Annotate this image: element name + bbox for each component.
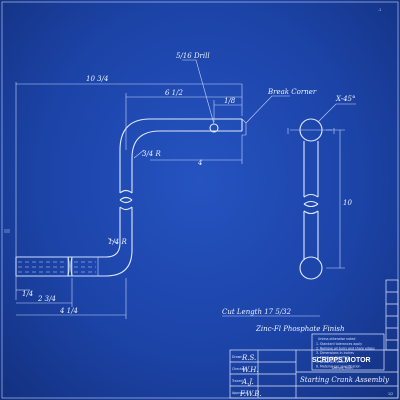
drill-callout: 5/16 Drill xyxy=(176,52,210,60)
dimension-lines: 10 3/4 6 1/2 1/8 4 3/4 R 1/4 R 1/4 2 3/4… xyxy=(15,75,243,319)
tb-row-approved: Approved xyxy=(232,391,247,395)
crank-side-view xyxy=(15,118,247,277)
note-4: 4. Finish as specified xyxy=(316,356,349,360)
tb-row-drawn: Drawn xyxy=(232,355,242,359)
cut-length: Cut Length 17 5/32 xyxy=(222,308,292,316)
dim-overall: 10 3/4 xyxy=(86,75,108,83)
dim-vertical: 10 xyxy=(343,199,352,207)
dim-eighth: 1/8 xyxy=(224,97,236,105)
dim-upper: 6 1/2 xyxy=(165,89,183,97)
dim-r-upper: 3/4 R xyxy=(142,150,161,158)
company-sub: Detroit, Mich. xyxy=(332,366,353,370)
tb-val-approved: F.W.B. xyxy=(239,390,262,398)
chamfer-callout: X-45° xyxy=(335,95,356,103)
corner-mark: -1 xyxy=(378,8,381,12)
tb-row-checked: Checked xyxy=(232,367,246,371)
note-1: 1. Standard tolerances apply xyxy=(316,342,362,346)
dim-left-small: 1/4 xyxy=(22,290,33,298)
dim-four: 4 xyxy=(197,159,202,167)
dim-lower: 4 1/4 xyxy=(59,307,78,315)
tb-val-checked: W.H. xyxy=(242,366,259,374)
notes-box xyxy=(311,333,385,371)
note-6: 6. Material per specification xyxy=(316,365,360,369)
dim-r-lower: 1/4 R xyxy=(108,238,127,246)
notes-title: Unless otherwise noted xyxy=(318,337,355,341)
note-5: 5. Break all corners xyxy=(316,360,347,364)
tb-row-traced: Traced xyxy=(231,379,242,383)
part-name: Starting Crank Assembly xyxy=(300,376,390,384)
title-block: Drawn Checked Traced Approved R.S. W.H. … xyxy=(229,279,399,399)
company-name: SCRIPPS MOTOR xyxy=(312,357,371,364)
tb-val-drawn: R.S. xyxy=(241,354,256,362)
finish-note: Zinc-Fl Phosphate Finish xyxy=(255,325,345,333)
tb-val-traced: A.J. xyxy=(241,378,254,386)
note-3: 3. Dimensions in inches xyxy=(316,351,354,355)
crank-end-view: X-45° 10 xyxy=(287,95,356,280)
note-2: 2. Remove all burrs and sharp edges xyxy=(316,347,375,351)
bottom-right-mark: 1/2 xyxy=(388,392,393,396)
dim-mid: 2 3/4 xyxy=(37,295,56,303)
break-corner-callout: Break Corner xyxy=(267,88,317,96)
